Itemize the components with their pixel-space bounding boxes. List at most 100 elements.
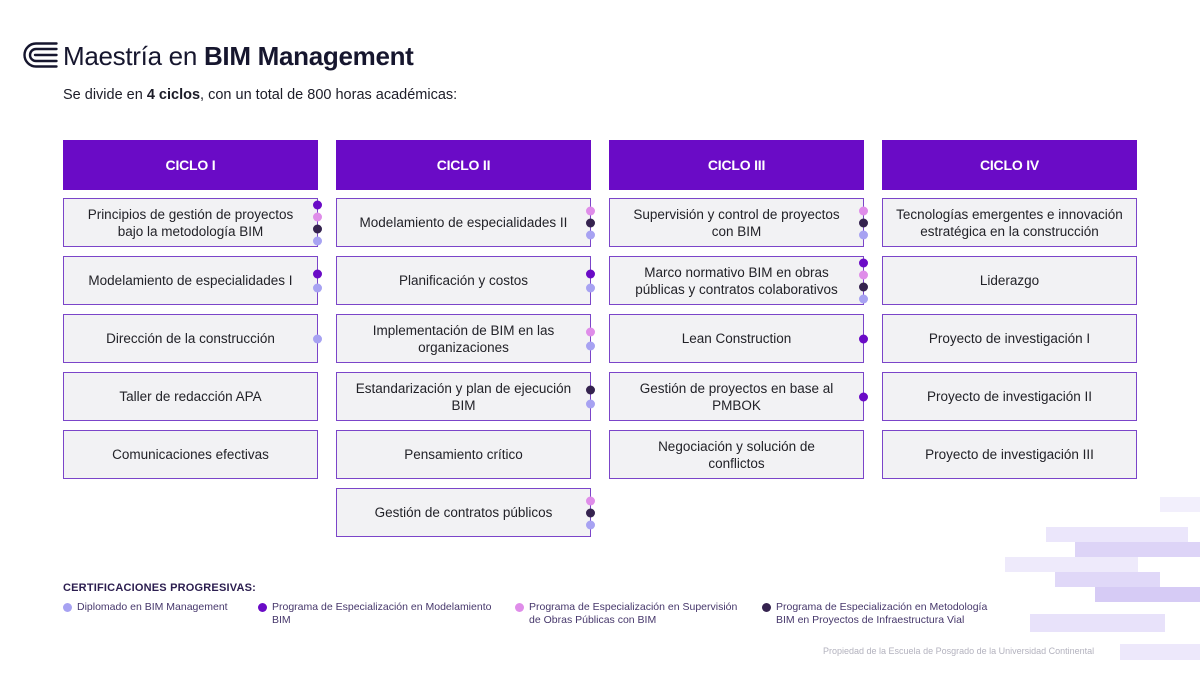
legend: Diplomado en BIM Management Programa de E… (63, 601, 1022, 627)
subtitle: Se divide en 4 ciclos, con un total de 8… (63, 85, 457, 105)
certification-dot (313, 236, 323, 245)
course-name: Planificación y costos (398, 273, 529, 288)
course-name: Proyecto de investigación I (928, 331, 1091, 346)
certification-dot (313, 224, 323, 233)
certification-dot (859, 282, 869, 291)
certification-dot (586, 496, 596, 505)
certification-dot (313, 269, 323, 278)
course-name: Gestión de proyectos en base al PMBOK (639, 380, 834, 413)
certification-dots (859, 206, 869, 239)
legend-label: Programa de Especialización en Modelamie… (272, 601, 492, 626)
cycle-column: CICLO I Principios de gestión de proyecto… (63, 140, 323, 488)
course-name: Gestión de contratos públicos (374, 505, 553, 520)
certification-dots (586, 496, 596, 529)
certification-dots (313, 334, 323, 343)
course-box: Taller de redacción APA (63, 372, 318, 421)
course-name: Implementación de BIM en las organizacio… (372, 322, 555, 355)
course-name: Modelamiento de especialidades II (359, 215, 568, 230)
course-name: Estandarización y plan de ejecución BIM (355, 380, 572, 413)
course-name: Tecnologías emergentes e innovación estr… (896, 206, 1123, 239)
course-box: Planificación y costos (336, 256, 596, 305)
course-box: Implementación de BIM en las organizacio… (336, 314, 596, 363)
decorative-bar (1005, 557, 1138, 572)
course-name: Proyecto de investigación III (925, 447, 1094, 462)
cycle-header: CICLO IV (882, 140, 1137, 190)
certification-dot (859, 294, 869, 303)
course-name: Taller de redacción APA (119, 389, 262, 404)
cycle-header: CICLO III (609, 140, 864, 190)
certification-dot (859, 258, 869, 267)
course-box: Pensamiento crítico (336, 430, 591, 479)
certification-dot (859, 206, 869, 215)
course-box: Gestión de proyectos en base al PMBOK (609, 372, 869, 421)
certification-dot (859, 392, 869, 401)
course-name: Pensamiento crítico (404, 447, 523, 462)
certification-dot (586, 283, 596, 292)
certification-dots (586, 206, 596, 239)
course-box: Comunicaciones efectivas (63, 430, 318, 479)
course-box: Proyecto de investigación III (882, 430, 1137, 479)
legend-label: Diplomado en BIM Management (77, 601, 228, 613)
certification-dots (586, 385, 596, 408)
title-regular: Maestría en (63, 41, 197, 71)
certification-dot (859, 270, 869, 279)
decorative-bar (1095, 587, 1200, 602)
cycles-grid: CICLO I Principios de gestión de proyecto… (63, 140, 1137, 546)
decorative-bar (1030, 614, 1165, 632)
certification-dots (586, 269, 596, 292)
course-box: Gestión de contratos públicos (336, 488, 596, 537)
page-title: Maestría en BIM Management (63, 40, 414, 72)
course-name: Comunicaciones efectivas (112, 447, 269, 462)
legend-dot (63, 603, 72, 612)
course-box: Marco normativo BIM en obras públicas y … (609, 256, 869, 305)
course-box: Principios de gestión de proyectos bajo … (63, 198, 323, 247)
course-name: Dirección de la construcción (106, 331, 275, 346)
certification-dot (586, 218, 596, 227)
legend-item: Programa de Especialización en Modelamie… (258, 601, 515, 627)
course-box: Proyecto de investigación II (882, 372, 1137, 421)
legend-item: Programa de Especialización en Supervisi… (515, 601, 762, 627)
course-box: Proyecto de investigación I (882, 314, 1137, 363)
title-bold: BIM Management (203, 41, 414, 71)
certification-dots (313, 200, 323, 245)
legend-dot (762, 603, 771, 612)
decorative-bar (1055, 572, 1160, 587)
legend-label: Programa de Especialización en Supervisi… (529, 601, 738, 626)
legend-dot (258, 603, 267, 612)
certification-dots (859, 334, 869, 343)
course-box: Modelamiento de especialidades I (63, 256, 323, 305)
certification-dot (586, 327, 596, 336)
certification-dots (859, 392, 869, 401)
certification-dot (313, 200, 323, 209)
course-box: Modelamiento de especialidades II (336, 198, 596, 247)
certification-dot (859, 230, 869, 239)
certification-dot (313, 334, 323, 343)
subtitle-prefix: Se divide en (63, 87, 143, 103)
course-box: Tecnologías emergentes e innovación estr… (882, 198, 1137, 247)
certification-dot (313, 212, 323, 221)
course-name: Principios de gestión de proyectos bajo … (87, 206, 294, 239)
certification-dot (859, 218, 869, 227)
subtitle-cycles-count: 4 ciclos (146, 87, 201, 103)
certification-dots (859, 258, 869, 303)
certification-dot (586, 230, 596, 239)
subtitle-suffix: , con un total de 800 horas académicas: (200, 87, 458, 103)
course-name: Liderazgo (979, 273, 1040, 288)
decorative-bar (1046, 527, 1188, 542)
legend-item: Diplomado en BIM Management (63, 601, 258, 627)
footer-credit: Propiedad de la Escuela de Posgrado de l… (823, 646, 1095, 656)
course-name: Proyecto de investigación II (926, 389, 1093, 404)
course-box: Estandarización y plan de ejecución BIM (336, 372, 596, 421)
course-box: Dirección de la construcción (63, 314, 323, 363)
certification-dot (586, 206, 596, 215)
legend-title: CERTIFICACIONES PROGRESIVAS: (63, 582, 257, 594)
decorative-bar (1160, 497, 1200, 512)
certification-dot (586, 385, 596, 394)
course-name: Marco normativo BIM en obras públicas y … (635, 264, 838, 297)
legend-label: Programa de Especialización en Metodolog… (776, 601, 988, 626)
cycle-header: CICLO I (63, 140, 318, 190)
certification-dot (586, 269, 596, 278)
course-name: Supervisión y control de proyectos con B… (633, 206, 840, 239)
certification-dot (586, 520, 596, 529)
